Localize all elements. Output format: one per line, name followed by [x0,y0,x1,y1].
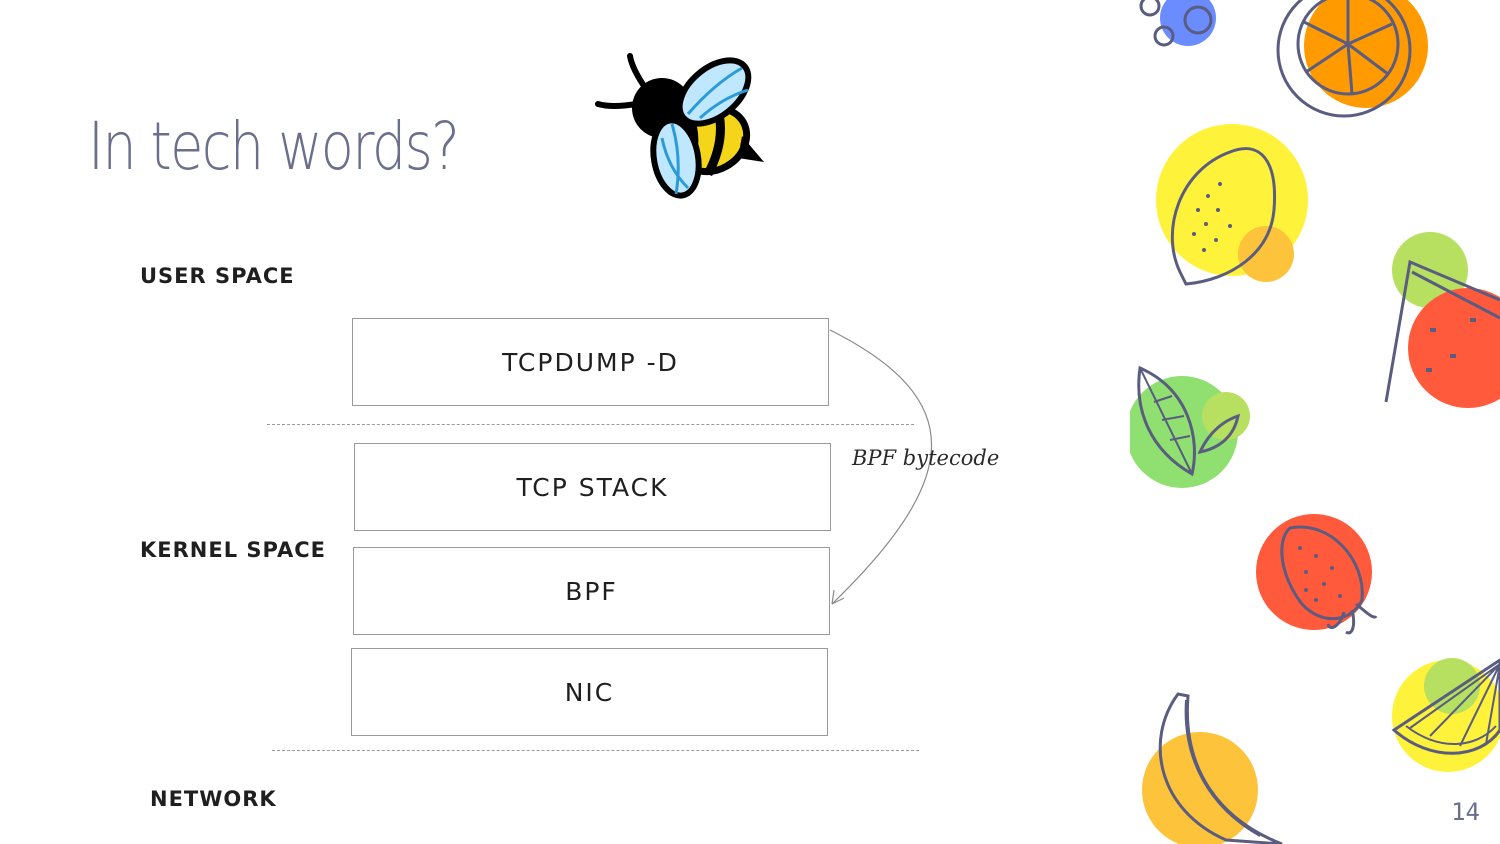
bpf-box-label: BPF [565,576,618,606]
network-label: NETWORK [150,787,277,811]
kernel-network-divider [272,750,919,751]
tcp-stack-box-label: TCP STACK [516,472,669,502]
tcpdump-box-label: TCPDUMP -D [502,347,679,377]
kernel-space-label: KERNEL SPACE [140,538,326,562]
leaf-icon [1130,365,1250,488]
lemon-icon [1156,124,1308,286]
strawberry-icon [1256,514,1378,635]
user-kernel-divider [267,424,914,425]
orange-icon [1276,0,1428,118]
tcp-stack-box: TCP STACK [354,443,831,531]
banana-icon [1142,692,1283,844]
bpf-box: BPF [353,547,830,635]
bpf-bytecode-arrow [829,329,933,605]
slide-title: In tech words? [88,108,460,185]
nic-box-label: NIC [564,677,615,707]
bee-icon [595,53,764,199]
nic-box: NIC [351,648,828,736]
fruit-decorations [1130,0,1500,844]
watermelon-icon [1384,232,1500,408]
tcpdump-box: TCPDUMP -D [352,318,829,406]
page-number: 14 [1451,798,1480,826]
user-space-label: USER SPACE [140,264,295,288]
blueberries-icon [1139,0,1216,47]
bpf-bytecode-label: BPF bytecode [852,446,1000,470]
lime-slice-icon [1391,658,1500,772]
